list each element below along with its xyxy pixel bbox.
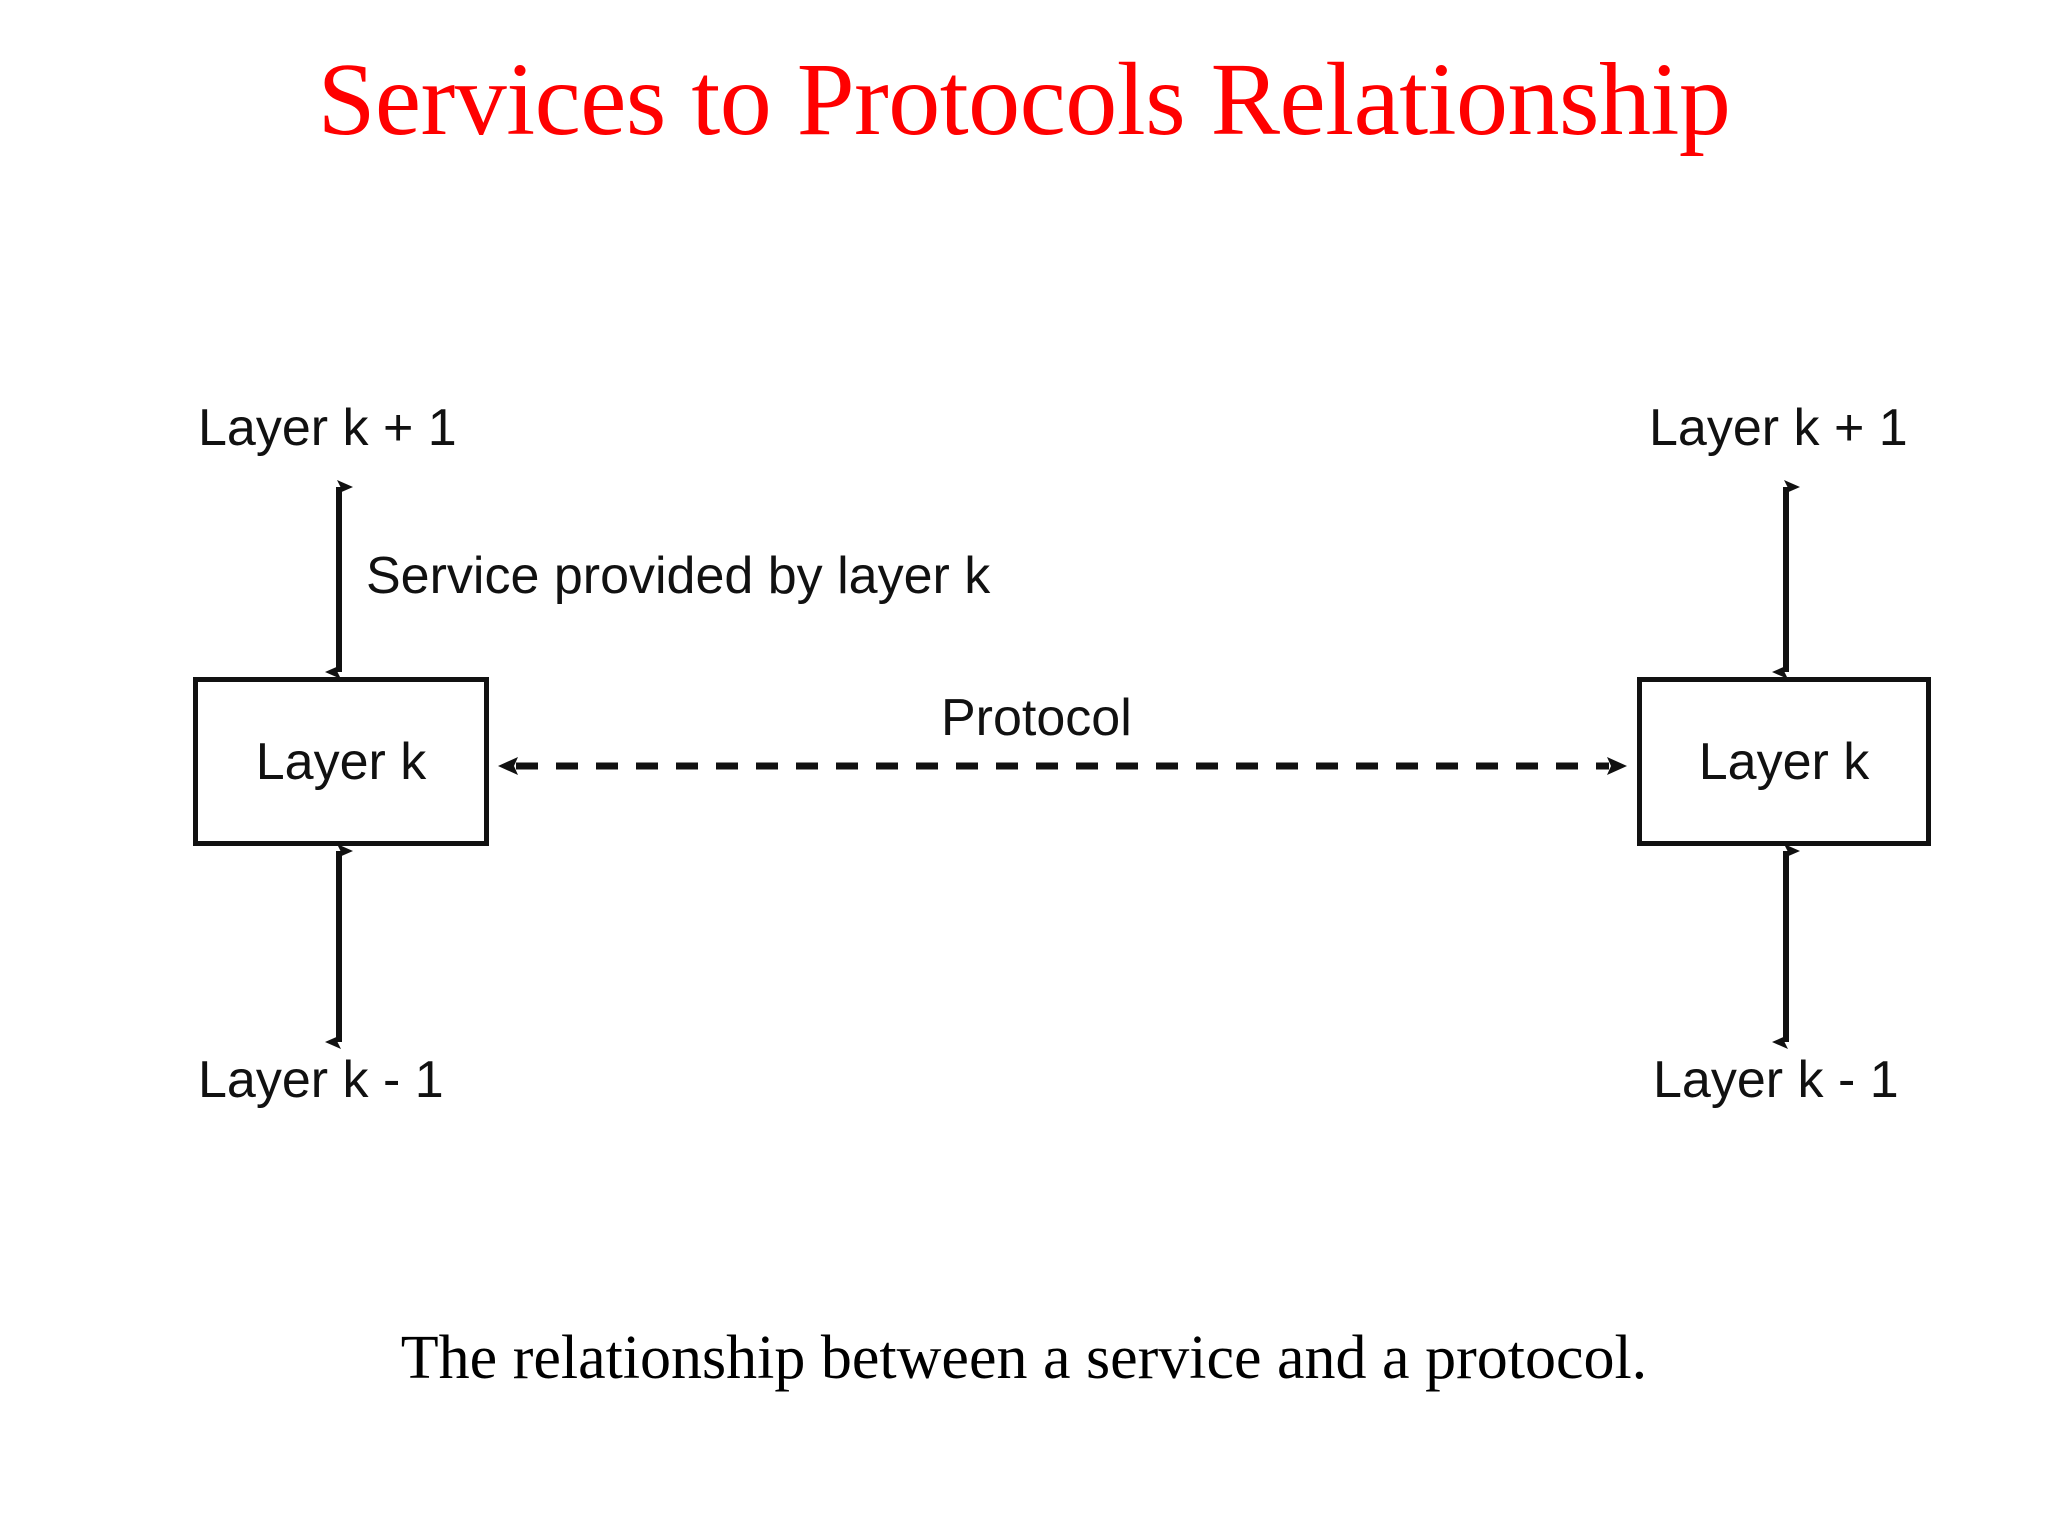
box-left-layer-k-label: Layer k — [255, 732, 427, 791]
label-left-layer-k-minus-1: Layer k - 1 — [198, 1051, 444, 1109]
label-right-layer-k-plus-1: Layer k + 1 — [1649, 399, 1908, 457]
label-left-layer-k-plus-1: Layer k + 1 — [198, 399, 457, 457]
box-left-layer-k: Layer k — [193, 677, 489, 846]
label-service-provided: Service provided by layer k — [366, 547, 991, 605]
figure-caption: The relationship between a service and a… — [400, 1324, 1648, 1392]
page-title: Services to Protocols Relationship — [317, 42, 1731, 157]
box-right-layer-k: Layer k — [1637, 677, 1931, 846]
label-protocol: Protocol — [941, 689, 1132, 747]
box-right-layer-k-label: Layer k — [1698, 732, 1870, 791]
label-right-layer-k-minus-1: Layer k - 1 — [1653, 1051, 1899, 1109]
